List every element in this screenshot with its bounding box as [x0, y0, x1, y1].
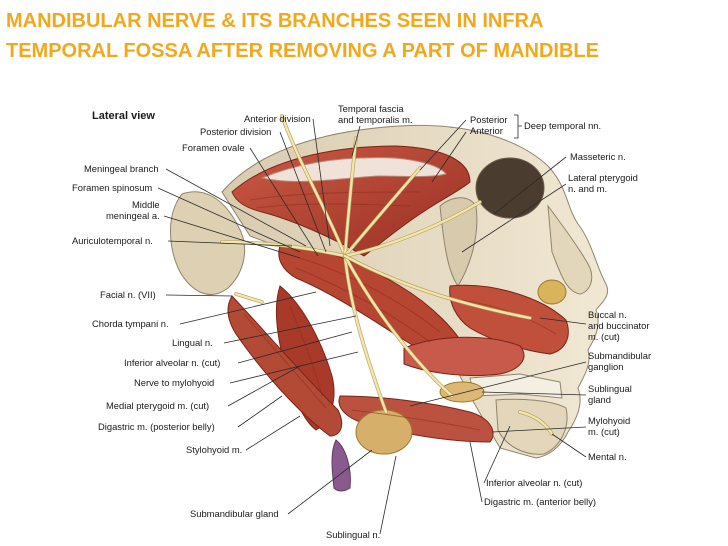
buccinator-muscle — [449, 284, 569, 355]
neck-vessels — [331, 439, 351, 492]
label-submandibular-ganglion-1: Submandibular — [588, 350, 651, 361]
label-mental: Mental n. — [588, 451, 627, 462]
stylohyoid-digastric — [227, 295, 343, 437]
label-medial-pterygoid: Medial pterygoid m. (cut) — [106, 400, 209, 411]
label-lateral-pterygoid-2: n. and m. — [568, 183, 607, 194]
nasal-region — [547, 204, 593, 295]
top-labels: Anterior division Posterior division For… — [182, 103, 601, 153]
label-foramen-ovale: Foramen ovale — [182, 142, 245, 153]
label-submandibular-gland: Submandibular gland — [190, 508, 279, 519]
nasal-cartilage — [537, 279, 567, 305]
label-mylohyoid-2: m. (cut) — [588, 426, 620, 437]
deep-temporal-bracket — [514, 114, 522, 139]
mastoid-bone — [170, 191, 246, 296]
label-digastric-anterior: Digastric m. (anterior belly) — [484, 496, 596, 507]
tongue — [403, 336, 525, 376]
label-anterior-division: Anterior division — [244, 113, 311, 124]
left-labels: Lateral view Meningeal branch Foramen sp… — [72, 110, 380, 540]
label-chorda-tympani: Chorda tympani n. — [92, 318, 169, 329]
label-masseteric: Masseteric n. — [570, 151, 626, 162]
label-deep-temporal: Deep temporal nn. — [524, 120, 601, 131]
label-lateral-pterygoid-1: Lateral pterygoid — [568, 172, 638, 183]
view-label: Lateral view — [92, 110, 155, 122]
label-middle-2: meningeal a. — [106, 210, 160, 221]
title-line-1: MANDIBULAR NERVE & ITS BRANCHES SEEN IN … — [6, 10, 544, 32]
label-sublingual-gland-2: gland — [588, 394, 611, 405]
label-facial: Facial n. (VII) — [100, 289, 156, 300]
label-middle-1: Middle — [132, 199, 160, 210]
label-temporal-fascia-2: and temporalis m. — [338, 114, 413, 125]
label-meningeal-branch: Meningeal branch — [84, 163, 159, 174]
label-inferior-alveolar-cut: Inferior alveolar n. (cut) — [124, 357, 220, 368]
label-buccal-3: m. (cut) — [588, 331, 620, 342]
label-auriculotemporal: Auriculotemporal n. — [72, 235, 153, 246]
label-anterior: Anterior — [470, 125, 503, 136]
mandibular-nerve-branches — [220, 114, 554, 436]
label-digastric-posterior: Digastric m. (posterior belly) — [98, 421, 215, 432]
label-lingual: Lingual n. — [172, 337, 213, 348]
label-inferior-alveolar-right: Inferior alveolar n. (cut) — [486, 477, 582, 488]
label-sublingual-bottom: Sublingual n. — [326, 529, 380, 540]
label-nerve-to-mylohyoid: Nerve to mylohyoid — [134, 377, 214, 388]
mandible-remnant — [495, 398, 568, 455]
label-submandibular-ganglion-2: ganglion — [588, 361, 623, 372]
anatomy-figure: Lateral view Meningeal branch Foramen sp… — [72, 103, 651, 540]
label-buccal-2: and buccinator — [588, 320, 650, 331]
title-line-2: TEMPORAL FOSSA AFTER REMOVING A PART OF … — [6, 40, 599, 62]
label-temporal-fascia-1: Temporal fascia — [338, 103, 404, 114]
leader-lines — [157, 118, 587, 535]
label-stylohyoid: Stylohyoid m. — [186, 444, 242, 455]
label-buccal-1: Buccal n. — [588, 309, 627, 320]
orbit — [475, 157, 545, 219]
slide-title: MANDIBULAR NERVE & ITS BRANCHES SEEN IN … — [6, 6, 722, 66]
label-foramen-spinosum: Foramen spinosum — [72, 182, 152, 193]
label-posterior: Posterior — [470, 114, 508, 125]
label-sublingual-gland-1: Sublingual — [588, 383, 632, 394]
label-posterior-division: Posterior division — [200, 126, 271, 137]
right-labels: Masseteric n. Lateral pterygoid n. and m… — [484, 151, 651, 507]
label-mylohyoid-1: Mylohyoid — [588, 415, 630, 426]
